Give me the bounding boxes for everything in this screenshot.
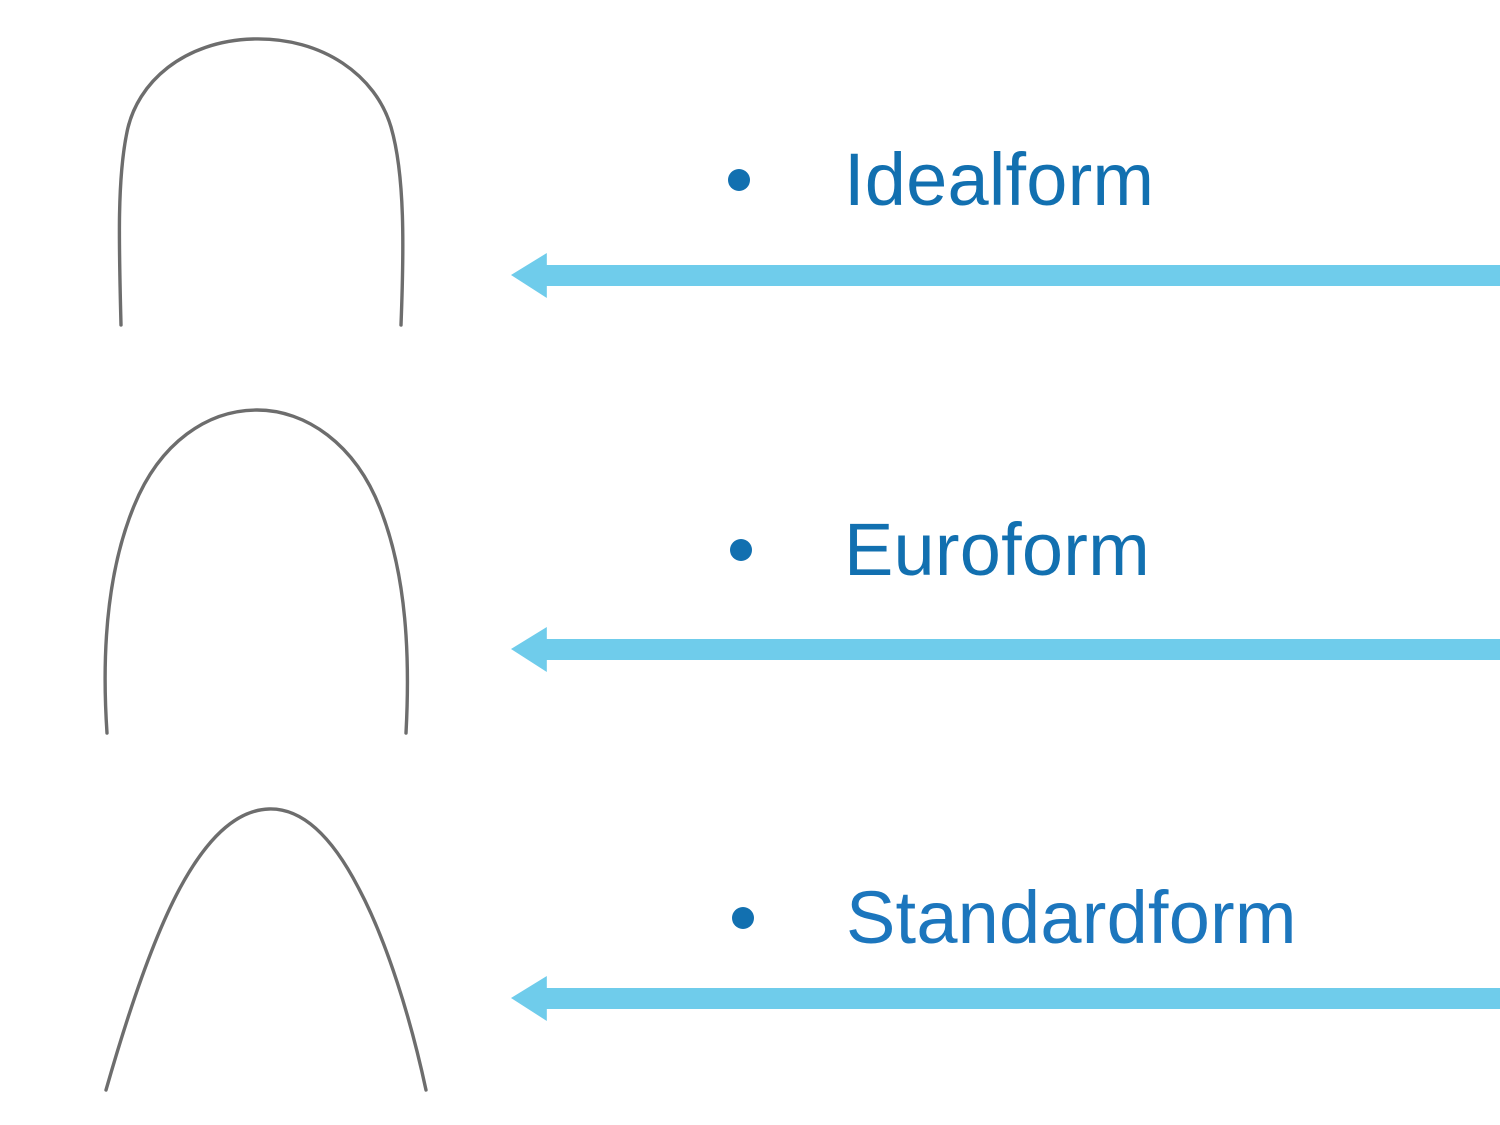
standardform-arch-path <box>104 807 428 1092</box>
euroform-arch-path <box>103 408 410 735</box>
arrow-left-standardform <box>511 972 1500 1024</box>
arrow-left-icon <box>511 253 1500 298</box>
bullet-dot-icon <box>728 168 750 191</box>
bullet-dot-icon <box>730 538 752 561</box>
list-item-idealform: Idealform <box>728 140 1154 220</box>
euroform-arch <box>80 396 460 744</box>
list-item-label: Standardform <box>846 876 1297 959</box>
idealform-arch-path <box>117 37 405 327</box>
list-item-euroform: Euroform <box>730 510 1150 590</box>
list-item-label: Idealform <box>844 138 1155 221</box>
arrow-left-icon <box>511 976 1500 1021</box>
arrow-left-icon <box>511 627 1500 672</box>
list-item-label: Euroform <box>844 508 1150 591</box>
idealform-arch <box>80 14 460 344</box>
list-item-standardform: Standardform <box>732 878 1297 958</box>
arrow-left-euroform <box>511 623 1500 675</box>
standardform-arch <box>80 784 460 1104</box>
arrow-left-idealform <box>511 249 1500 301</box>
bullet-dot-icon <box>732 906 754 929</box>
